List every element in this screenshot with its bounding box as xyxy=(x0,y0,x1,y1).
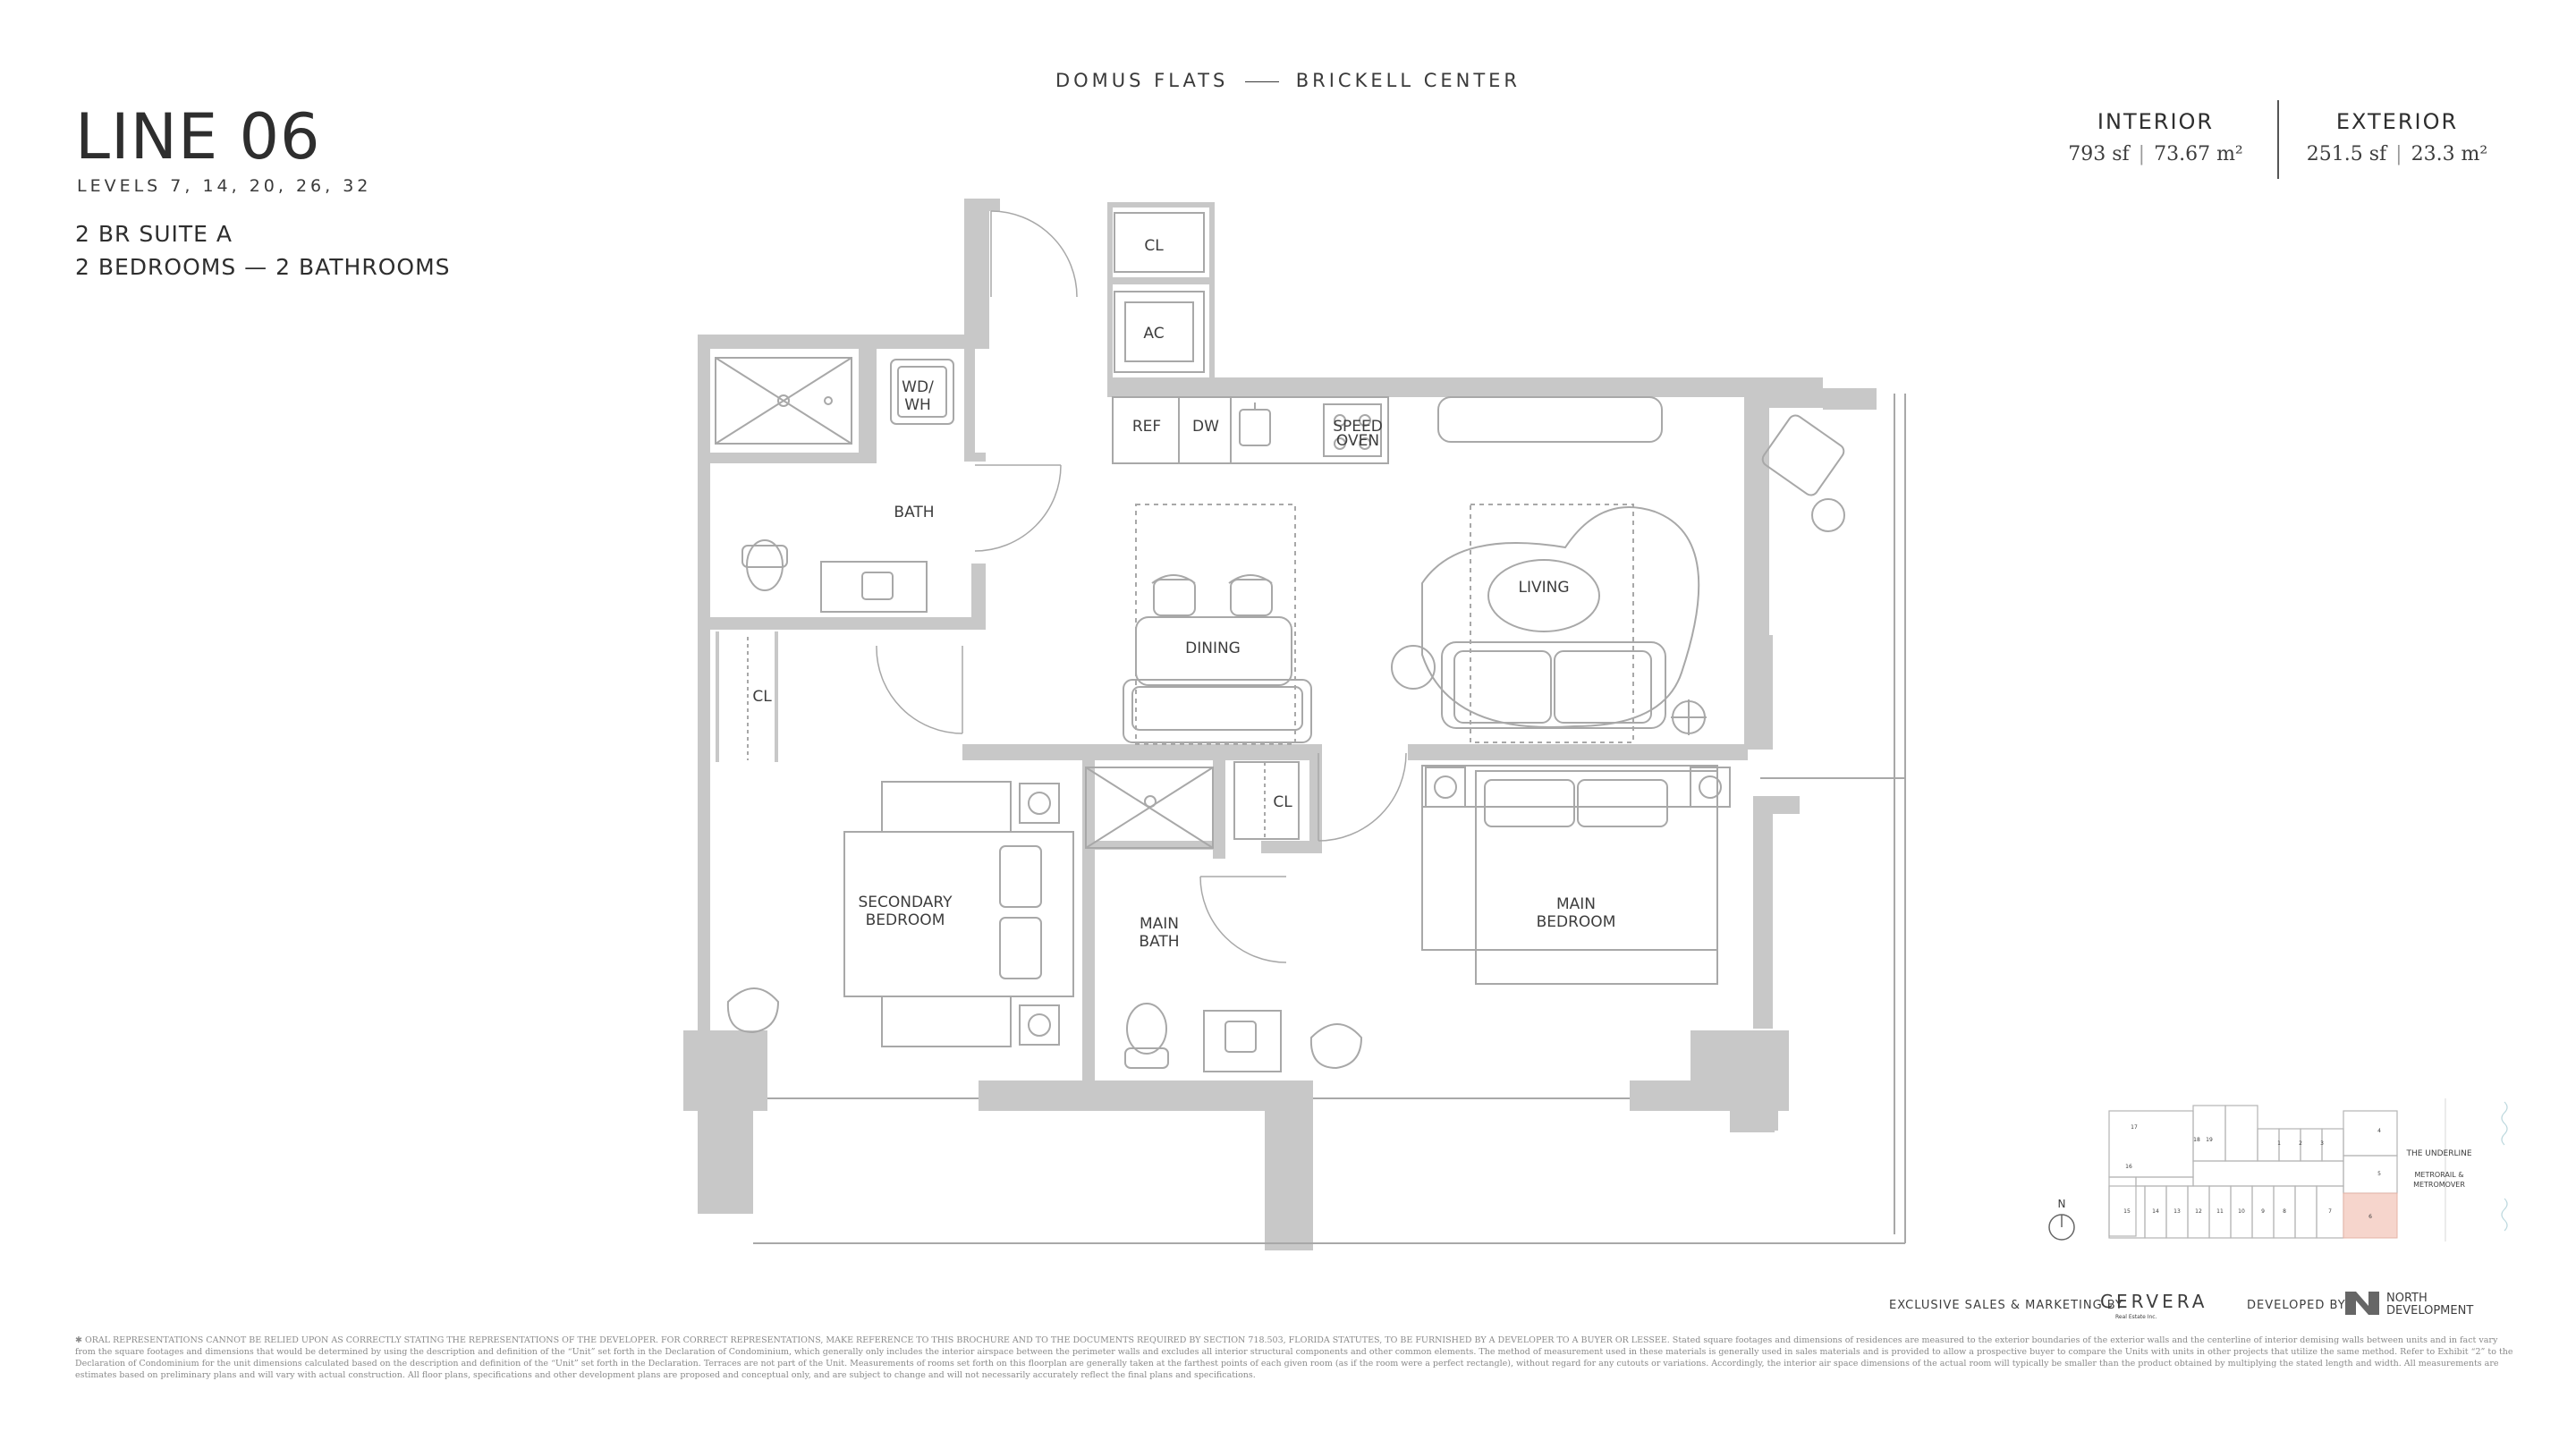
kp-unit-6: 6 xyxy=(2368,1214,2372,1220)
kp-unit-15: 15 xyxy=(2123,1208,2131,1215)
kp-unit-10: 10 xyxy=(2238,1208,2245,1215)
label-speed: SPEED xyxy=(1333,418,1383,436)
kp-unit-13: 13 xyxy=(2174,1208,2181,1215)
label-secondary-bedroom: BEDROOM xyxy=(866,911,945,929)
kp-unit-5: 5 xyxy=(2377,1171,2381,1177)
interior-label: INTERIOR xyxy=(2097,109,2215,134)
label-main-bedroom-1: MAIN xyxy=(1556,895,1596,913)
label-secondary: SECONDARY xyxy=(858,894,953,911)
label-oven: OVEN xyxy=(1336,432,1379,450)
exterior-sf: 251.5 sf xyxy=(2306,143,2387,165)
kp-unit-18: 18 xyxy=(2193,1137,2200,1143)
label-cl-mid: CL xyxy=(1273,793,1292,811)
north-label: N xyxy=(2058,1198,2066,1210)
label-dining: DINING xyxy=(1185,640,1241,657)
suite-name: 2 BR SUITE A xyxy=(75,221,233,247)
exterior-label: EXTERIOR xyxy=(2335,109,2459,134)
label-cl-top: CL xyxy=(1144,237,1164,255)
label-wh: WH xyxy=(904,396,931,414)
interior-values: 793 sf|73.67 m² xyxy=(2068,143,2243,165)
kp-unit-14: 14 xyxy=(2152,1208,2159,1215)
developed-label: DEVELOPED BY xyxy=(2247,1299,2346,1312)
kp-unit-4: 4 xyxy=(2377,1128,2381,1134)
walls xyxy=(683,199,1877,1250)
kp-unit-9: 9 xyxy=(2261,1208,2265,1215)
cervera-sub: Real Estate Inc. xyxy=(2115,1314,2157,1320)
kp-unit-7: 7 xyxy=(2328,1208,2332,1215)
interior-area: INTERIOR 793 sf|73.67 m² xyxy=(2057,109,2254,165)
kp-unit-16: 16 xyxy=(2125,1164,2132,1170)
legal-disclaimer: ✱ ORAL REPRESENTATIONS CANNOT BE RELIED … xyxy=(75,1335,2513,1380)
north-label-logo: NORTH xyxy=(2386,1292,2428,1305)
area-divider xyxy=(2277,100,2279,179)
label-main-bath-2: BATH xyxy=(1139,933,1179,951)
rooms-summary: 2 BEDROOMS — 2 BATHROOMS xyxy=(75,254,451,280)
key-plan: 17 18 19 1 2 3 4 5 16 15 14 13 12 11 10 … xyxy=(2048,1098,2508,1241)
room-labels: CL AC WD/ WH REF DW SPEED OVEN BATH DINI… xyxy=(752,237,1615,951)
label-main-bath-1: MAIN xyxy=(1140,915,1179,933)
kp-unit-1: 1 xyxy=(2277,1140,2281,1147)
label-cl-left: CL xyxy=(752,688,772,706)
label-wd: WD/ xyxy=(902,378,934,396)
cervera-logo: CERVERA xyxy=(2100,1291,2208,1312)
kp-unit-12: 12 xyxy=(2195,1208,2202,1215)
water-lines xyxy=(2445,1098,2508,1241)
fixtures xyxy=(715,212,1906,1244)
project-location: BRICKELL CENTER xyxy=(1295,70,1521,91)
kp-the-underline: THE UNDERLINE xyxy=(2405,1149,2471,1158)
exterior-area: EXTERIOR 251.5 sf|23.3 m² xyxy=(2299,109,2496,165)
label-living: LIVING xyxy=(1518,579,1569,597)
label-dw: DW xyxy=(1192,418,1219,436)
label-ac: AC xyxy=(1143,325,1164,343)
kp-unit-17: 17 xyxy=(2131,1124,2138,1131)
credits: EXCLUSIVE SALES & MARKETING BY CERVERA R… xyxy=(1889,1291,2473,1320)
label-main-bedroom-2: BEDROOM xyxy=(1537,913,1616,931)
development-label-logo: DEVELOPMENT xyxy=(2386,1304,2473,1318)
header-separator xyxy=(1245,80,1280,82)
interior-sf: 793 sf xyxy=(2068,143,2130,165)
exterior-values: 251.5 sf|23.3 m² xyxy=(2306,143,2488,165)
project-name: DOMUS FLATS xyxy=(1055,70,1229,91)
kp-unit-19: 19 xyxy=(2206,1137,2213,1143)
kp-metrorail: METRORAIL & xyxy=(2414,1171,2463,1179)
kp-unit-2: 2 xyxy=(2299,1140,2302,1147)
marketing-label: EXCLUSIVE SALES & MARKETING BY xyxy=(1889,1299,2123,1312)
levels-text: LEVELS 7, 14, 20, 26, 32 xyxy=(77,176,372,196)
north-development-logo-icon xyxy=(2345,1292,2379,1315)
kp-metromover: METROMOVER xyxy=(2413,1181,2465,1189)
doors xyxy=(876,210,1407,963)
line-title: LINE 06 xyxy=(75,100,321,174)
kp-unit-11: 11 xyxy=(2216,1208,2224,1215)
project-header: DOMUS FLATS BRICKELL CENTER xyxy=(0,70,2576,91)
label-bath: BATH xyxy=(894,504,934,521)
interior-m2: 73.67 m² xyxy=(2154,143,2243,165)
label-ref: REF xyxy=(1132,418,1161,436)
kp-unit-3: 3 xyxy=(2320,1140,2324,1147)
exterior-m2: 23.3 m² xyxy=(2411,143,2488,165)
kp-unit-8: 8 xyxy=(2283,1208,2286,1215)
highlighted-unit xyxy=(2343,1192,2398,1239)
